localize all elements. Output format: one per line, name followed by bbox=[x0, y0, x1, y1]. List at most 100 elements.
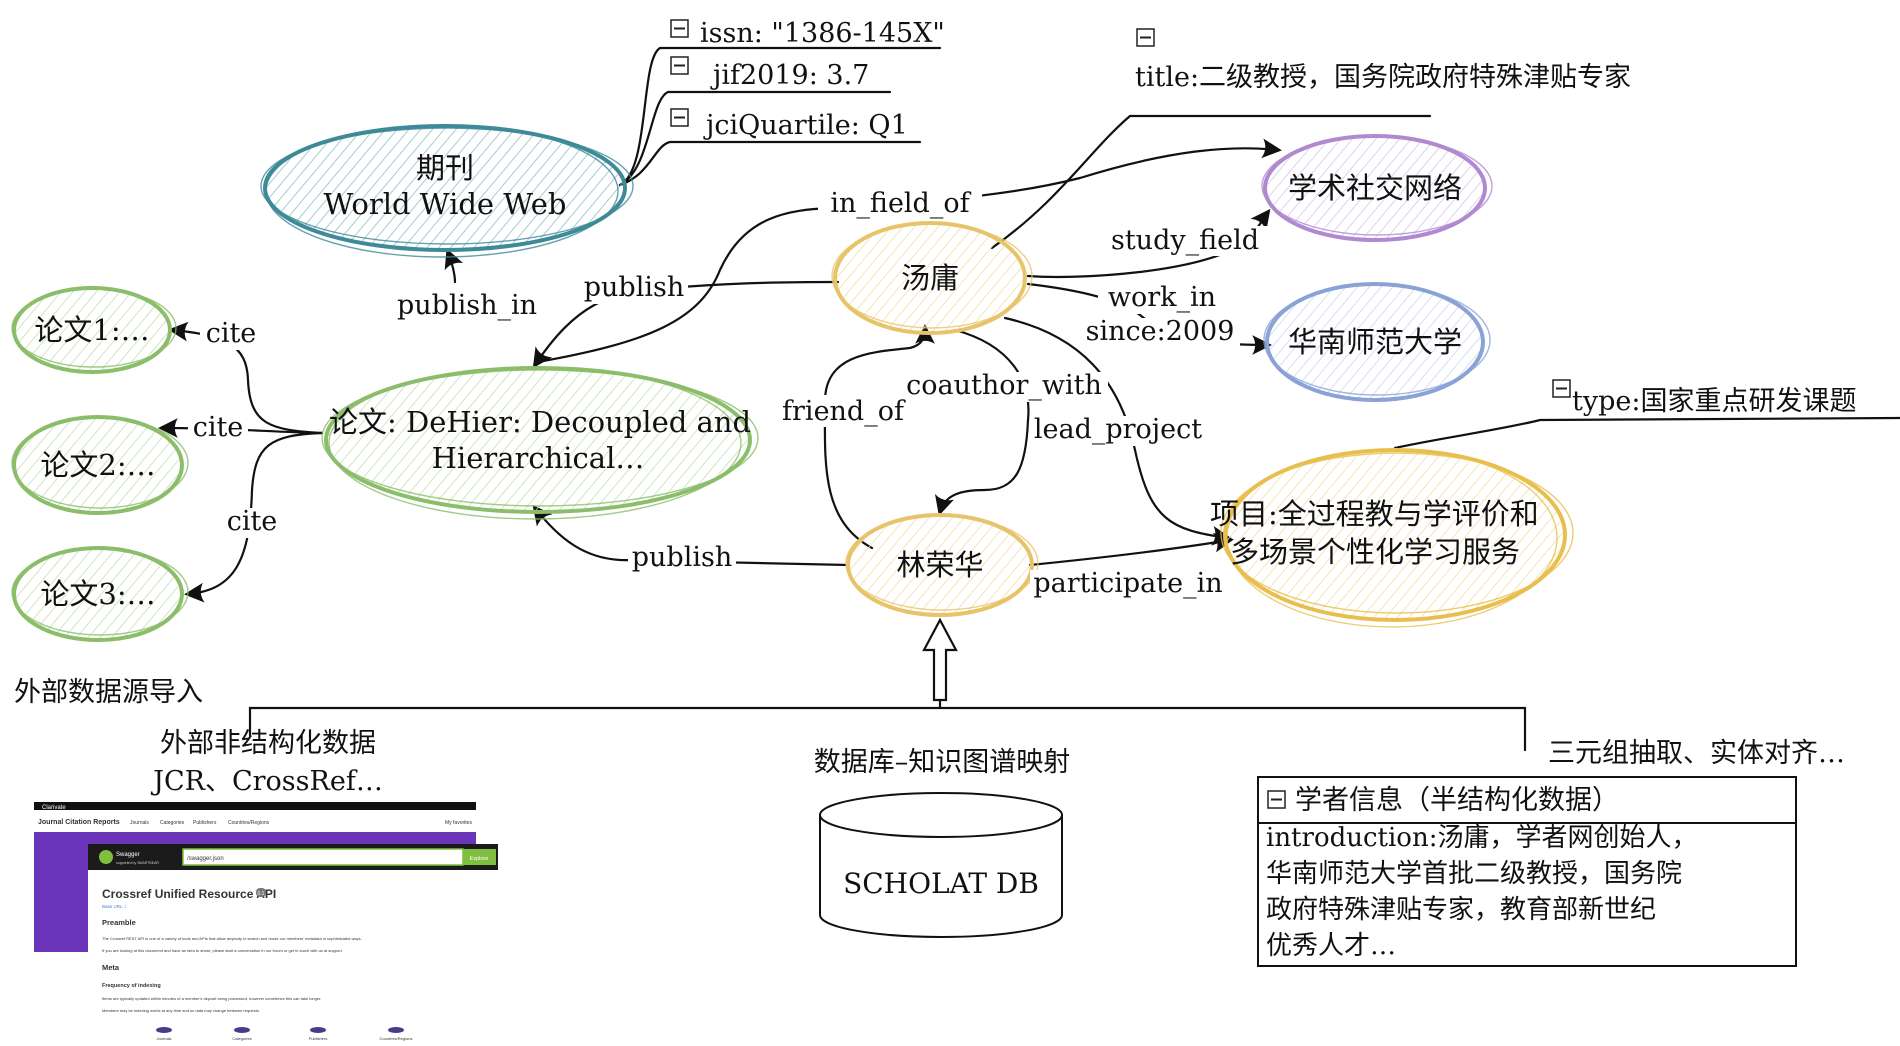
university-name: 华南师范大学 bbox=[1288, 325, 1462, 359]
university-node[interactable]: 华南师范大学 bbox=[1263, 282, 1491, 402]
paper-node-title: 论文: DeHier: Decoupled and bbox=[329, 405, 751, 439]
publish-top-label: publish bbox=[584, 272, 684, 303]
jcr-nav-item[interactable]: Publishers bbox=[193, 820, 217, 826]
swagger-explore-button[interactable] bbox=[463, 849, 496, 865]
jci-property: jciQuartile: Q1 bbox=[703, 110, 908, 141]
jcr-icon-label: Publishers bbox=[309, 1036, 328, 1041]
tang-title-line bbox=[990, 114, 1432, 250]
research-field-name: 学术社交网络 bbox=[1288, 171, 1462, 205]
external-data-screenshot: Clarivate Journal Citation Reports Journ… bbox=[34, 802, 498, 1046]
preamble-text: If you are looking at this document and … bbox=[102, 948, 343, 953]
paper-node-title-cont: Hierarchical… bbox=[432, 441, 645, 475]
scholar-info-header: 学者信息（半结构化数据） bbox=[1295, 785, 1619, 816]
cited-paper-1-node[interactable]: 论文1:… bbox=[11, 286, 177, 374]
lead-project-edge bbox=[1003, 316, 1232, 546]
jcr-nav-item[interactable]: Categories bbox=[160, 820, 185, 826]
friend-of-label: friend_of bbox=[782, 396, 906, 427]
issn-property: issn: "1386-145X" bbox=[700, 18, 945, 49]
coauthor-with-edge bbox=[934, 328, 1030, 516]
cited-paper-1-label: 论文1:… bbox=[34, 313, 149, 347]
jcr-icon-label: Countries/Regions bbox=[380, 1036, 413, 1041]
unstructured-data-title: 外部非结构化数据 bbox=[160, 728, 376, 759]
preamble-text: The Crossref REST API is one of a variet… bbox=[102, 936, 362, 941]
journal-node-type: 期刊 bbox=[416, 151, 474, 185]
swagger-logo-icon bbox=[99, 850, 113, 864]
in-field-of-label: in_field_of bbox=[830, 188, 971, 219]
meta-heading: Meta bbox=[102, 963, 120, 972]
api-base-url: Base URL: / bbox=[102, 904, 127, 909]
cited-paper-3-node[interactable]: 论文3:… bbox=[11, 546, 189, 642]
since-label: since:2009 bbox=[1086, 316, 1235, 347]
publish-bottom-label: publish bbox=[632, 542, 732, 573]
paper-node[interactable]: 论文: DeHier: Decoupled and Hierarchical… bbox=[321, 366, 759, 520]
lead-project-label: lead_project bbox=[1034, 414, 1202, 445]
lin-person-name: 林荣华 bbox=[896, 548, 983, 582]
categories-icon bbox=[234, 1027, 250, 1033]
swagger-explore-label: Explore bbox=[470, 856, 489, 862]
tang-person-name: 汤庸 bbox=[901, 261, 959, 295]
cite-1-label: cite bbox=[206, 318, 257, 349]
jcr-icon-label: Journals bbox=[156, 1036, 171, 1041]
tang-person-node[interactable]: 汤庸 bbox=[831, 221, 1033, 335]
publish-in-edge bbox=[444, 248, 464, 284]
api-title: Crossref Unified Resource API bbox=[102, 887, 276, 901]
title-property: title:二级教授，国务院政府特殊津贴专家 bbox=[1135, 62, 1631, 93]
journal-properties: issn: "1386-145X" jif2019: 3.7 jciQuarti… bbox=[670, 18, 945, 141]
import-up-arrow bbox=[922, 617, 958, 702]
countries-icon bbox=[388, 1027, 404, 1033]
lin-person-node[interactable]: 林荣华 bbox=[845, 513, 1039, 617]
scholar-info-line: 优秀人才… bbox=[1266, 931, 1396, 961]
study-field-edge bbox=[1026, 208, 1271, 279]
db-mapping-label: 数据库–知识图谱映射 bbox=[814, 747, 1071, 778]
scholar-info-box: 学者信息（半结构化数据） introduction:汤庸，学者网创始人， 华南师… bbox=[1257, 776, 1797, 967]
jcr-favorites[interactable]: My favorites bbox=[445, 820, 472, 826]
journal-node[interactable]: 期刊 World Wide Web bbox=[260, 124, 634, 258]
publishers-icon bbox=[310, 1027, 326, 1033]
freq-text: Items are typically updated within minut… bbox=[102, 996, 321, 1001]
scholat-db-label: SCHOLAT DB bbox=[843, 867, 1039, 900]
freq-text: Members may be indexing works at any tim… bbox=[102, 1008, 260, 1013]
participate-in-label: participate_in bbox=[1033, 568, 1222, 599]
triple-extraction-label: 三元组抽取、实体对齐… bbox=[1548, 738, 1845, 769]
freq-heading: Frequency of indexing bbox=[102, 983, 161, 989]
coauthor-with-label: coauthor_with bbox=[906, 370, 1102, 401]
cited-paper-3-label: 论文3:… bbox=[40, 577, 155, 611]
project-type-line bbox=[1393, 416, 1900, 450]
type-property: type:国家重点研发课题 bbox=[1572, 386, 1856, 417]
research-field-node[interactable]: 学术社交网络 bbox=[1261, 134, 1493, 242]
project-type-property: type:国家重点研发课题 bbox=[1552, 379, 1856, 417]
jcr-nav-item[interactable]: Journals bbox=[130, 820, 149, 826]
external-import-label: 外部数据源导入 bbox=[14, 677, 203, 708]
cite-2-label: cite bbox=[193, 412, 244, 443]
swagger-sub: supported by SMARTBEAR bbox=[116, 861, 159, 865]
journals-icon bbox=[156, 1027, 172, 1033]
cited-paper-2-label: 论文2:… bbox=[40, 448, 155, 482]
scholar-info-line: 华南师范大学首批二级教授，国务院 bbox=[1266, 859, 1682, 889]
project-node[interactable] bbox=[1220, 448, 1574, 628]
cited-paper-2-node[interactable]: 论文2:… bbox=[11, 415, 189, 515]
participate-in-edge bbox=[1028, 532, 1234, 567]
jcr-nav-item[interactable]: Countries/Regions bbox=[228, 820, 270, 826]
cite-3-edge bbox=[184, 431, 324, 603]
swagger-url-value: /swagger.json bbox=[187, 856, 224, 862]
project-name-line1: 项目:全过程教与学评价和 bbox=[1210, 497, 1539, 531]
unstructured-data-sources: JCR、CrossRef… bbox=[150, 766, 383, 797]
import-bracket bbox=[248, 706, 1527, 752]
study-field-label: study_field bbox=[1111, 225, 1259, 256]
preamble-heading: Preamble bbox=[102, 918, 136, 927]
api-version-badge: 0.1 bbox=[258, 891, 265, 897]
project-name-line2: 多场景个性化学习服务 bbox=[1230, 535, 1520, 569]
scholar-info-line: introduction:汤庸，学者网创始人， bbox=[1266, 823, 1697, 853]
swagger-brand: Swagger bbox=[116, 852, 140, 858]
jcr-product-name: Journal Citation Reports bbox=[38, 819, 120, 826]
work-in-label: work_in bbox=[1108, 282, 1216, 313]
journal-node-name: World Wide Web bbox=[324, 187, 567, 221]
clarivate-brand: Clarivate bbox=[42, 805, 66, 811]
cite-3-label: cite bbox=[227, 506, 278, 537]
tang-title-property: title:二级教授，国务院政府特殊津贴专家 bbox=[1135, 28, 1631, 93]
scholat-db-cylinder[interactable]: SCHOLAT DB bbox=[819, 792, 1063, 938]
jif-property: jif2019: 3.7 bbox=[710, 60, 869, 91]
swagger-url-input[interactable] bbox=[182, 848, 464, 866]
